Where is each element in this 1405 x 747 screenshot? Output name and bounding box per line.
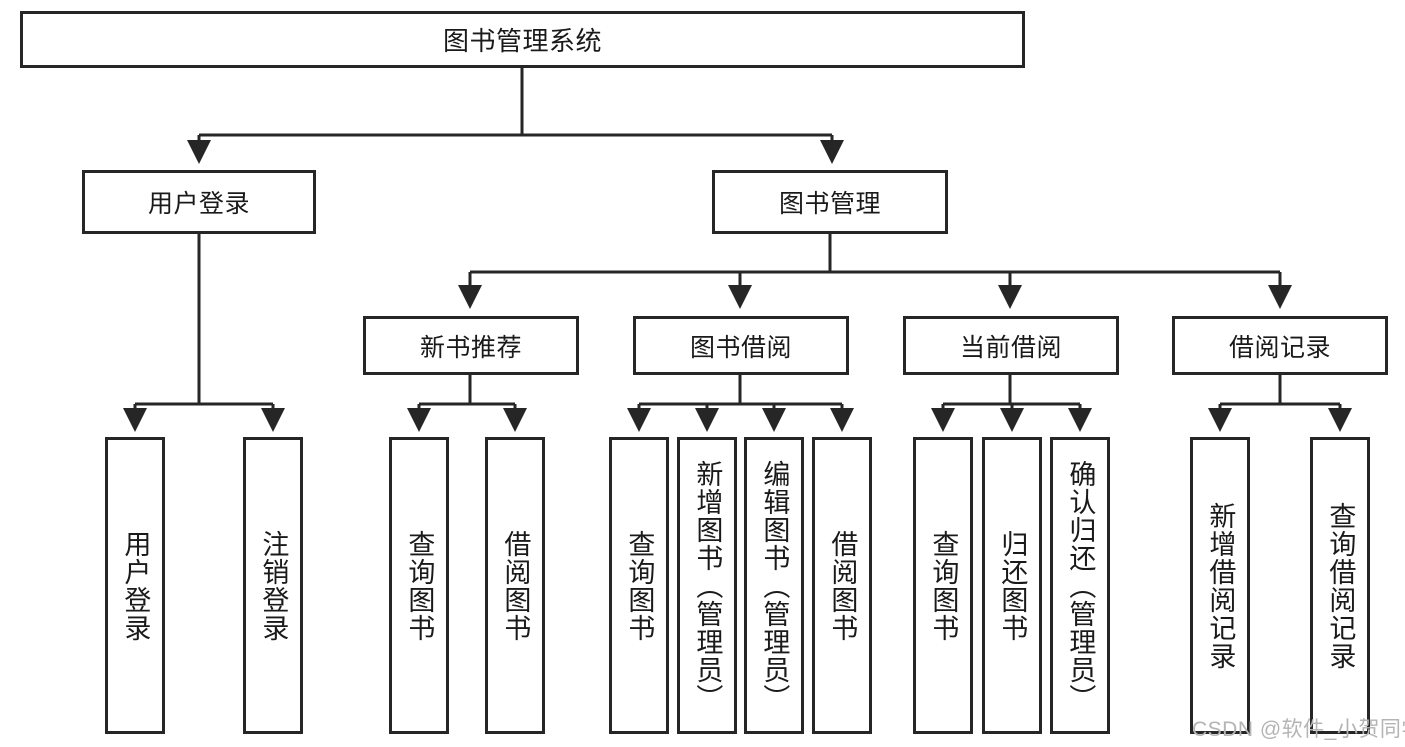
node-leaf-query-record[interactable]: 查询借阅记录 <box>1310 437 1370 734</box>
node-current-borrow[interactable]: 当前借阅 <box>903 316 1119 375</box>
node-book-manage[interactable]: 图书管理 <box>712 170 948 234</box>
node-leaf-return-book-label: 归还图书 <box>997 529 1028 642</box>
node-root-label: 图书管理系统 <box>442 26 602 56</box>
node-leaf-user-login-label: 用户登录 <box>120 529 151 642</box>
node-leaf-query-book-3-label: 查询图书 <box>928 529 959 642</box>
node-current-borrow-label: 当前借阅 <box>959 333 1062 362</box>
node-leaf-return-book[interactable]: 归还图书 <box>982 437 1042 734</box>
node-new-book-recommend-label: 新书推荐 <box>419 333 522 362</box>
node-leaf-query-book-2[interactable]: 查询图书 <box>609 437 669 734</box>
node-leaf-logout[interactable]: 注销登录 <box>243 437 303 734</box>
node-leaf-user-login[interactable]: 用户登录 <box>105 437 165 734</box>
node-root[interactable]: 图书管理系统 <box>20 11 1025 68</box>
node-leaf-query-record-label: 查询借阅记录 <box>1325 501 1356 670</box>
node-leaf-add-book-label: 新增图书（管理员） <box>692 459 723 712</box>
node-leaf-borrow-book-2-label: 借阅图书 <box>827 529 858 642</box>
node-borrow-record-label: 借阅记录 <box>1228 333 1331 362</box>
node-leaf-query-book-1[interactable]: 查询图书 <box>389 437 449 734</box>
node-user-login-label: 用户登录 <box>147 190 250 218</box>
node-new-book-recommend[interactable]: 新书推荐 <box>363 316 579 375</box>
node-borrow-record[interactable]: 借阅记录 <box>1172 316 1388 375</box>
node-leaf-borrow-book-2[interactable]: 借阅图书 <box>812 437 872 734</box>
node-leaf-confirm-return-label: 确认归还（管理员） <box>1065 459 1096 712</box>
csdn-watermark: CSDN @软件_小贺同学 <box>1192 718 1405 741</box>
node-book-manage-label: 图书管理 <box>778 190 881 218</box>
node-leaf-query-book-3[interactable]: 查询图书 <box>913 437 973 734</box>
node-book-borrow[interactable]: 图书借阅 <box>633 316 849 375</box>
node-leaf-borrow-book-1-label: 借阅图书 <box>500 529 531 642</box>
node-leaf-query-book-2-label: 查询图书 <box>624 529 655 642</box>
node-leaf-borrow-book-1[interactable]: 借阅图书 <box>485 437 545 734</box>
node-book-borrow-label: 图书借阅 <box>689 333 792 362</box>
node-leaf-add-book[interactable]: 新增图书（管理员） <box>677 437 737 734</box>
node-user-login[interactable]: 用户登录 <box>82 170 316 234</box>
node-leaf-add-record-label: 新增借阅记录 <box>1205 501 1236 670</box>
node-leaf-add-record[interactable]: 新增借阅记录 <box>1190 437 1250 734</box>
node-leaf-query-book-1-label: 查询图书 <box>404 529 435 642</box>
node-leaf-confirm-return[interactable]: 确认归还（管理员） <box>1050 437 1110 734</box>
node-leaf-logout-label: 注销登录 <box>258 529 289 642</box>
node-leaf-edit-book[interactable]: 编辑图书（管理员） <box>744 437 804 734</box>
node-leaf-edit-book-label: 编辑图书（管理员） <box>759 459 790 712</box>
